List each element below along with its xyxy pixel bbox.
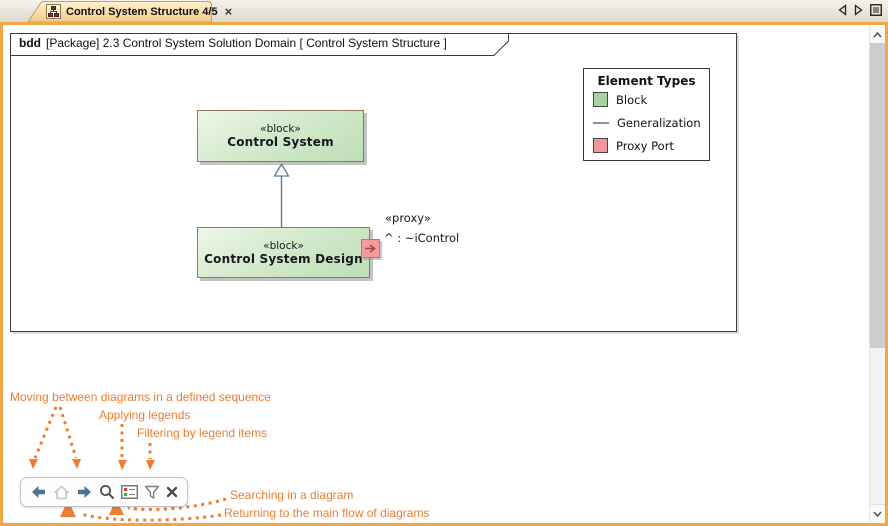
tab-title: Control System Structure 4/5 (66, 5, 218, 18)
port-name-label: ^ : ~iControl (384, 231, 460, 245)
block-swatch-icon (593, 92, 608, 107)
annotation-searching-in-diagram: Searching in a diagram (230, 488, 354, 502)
block-stereotype: «block» (263, 239, 304, 252)
legend-item-proxy-port[interactable]: Proxy Port (593, 134, 709, 157)
block-name: Control System Design (204, 251, 363, 266)
vertical-scrollbar-thumb[interactable] (870, 43, 885, 348)
scroll-tabs-left-icon[interactable] (838, 4, 847, 16)
tab-shape (27, 1, 212, 22)
diagram-frame-title: bdd [Package] 2.3 Control System Solution… (19, 36, 447, 50)
block-control-system-design[interactable]: «block» Control System Design (197, 227, 370, 278)
scroll-down-button[interactable] (870, 504, 885, 522)
generalization-connector[interactable] (270, 162, 294, 229)
block-stereotype: «block» (260, 123, 301, 135)
legend-item-generalization[interactable]: Generalization (593, 111, 709, 134)
block-control-system[interactable]: «block» Control System (197, 110, 364, 162)
tab-scroll-controls (838, 4, 882, 16)
port-direction-arrow-icon (365, 244, 376, 253)
forward-arrow-icon[interactable] (76, 485, 93, 499)
tab-control-system-structure[interactable]: Control System Structure 4/5 × (27, 1, 232, 22)
close-toolbar-icon[interactable] (166, 486, 178, 498)
annotation-moving-between-diagrams: Moving between diagrams in a defined seq… (10, 390, 271, 404)
proxy-port[interactable] (361, 239, 380, 258)
generalization-line-swatch-icon (593, 121, 609, 124)
diagram-navigation-toolbar (20, 477, 188, 507)
legend-title: Element Types (597, 74, 696, 88)
back-arrow-icon[interactable] (30, 485, 47, 499)
annotation-returning-to-main-flow: Returning to the main flow of diagrams (224, 506, 430, 520)
scroll-down-icon (873, 510, 882, 517)
legend-item-label: Block (616, 92, 648, 107)
legend-icon[interactable] (121, 485, 138, 499)
legend-box[interactable]: Element Types Block Generalization Proxy… (583, 68, 710, 161)
filter-icon[interactable] (144, 485, 160, 500)
tab-bar: Control System Structure 4/5 × (0, 0, 888, 22)
tab-list-icon[interactable] (870, 4, 882, 16)
home-icon[interactable] (53, 485, 70, 500)
proxy-port-swatch-icon (593, 138, 608, 153)
block-name: Control System (227, 135, 334, 149)
legend-item-block[interactable]: Block (593, 88, 709, 111)
legend-item-label: Proxy Port (616, 138, 674, 153)
search-icon[interactable] (99, 484, 115, 500)
bdd-diagram-icon (46, 4, 61, 19)
port-stereotype-label: «proxy» (385, 211, 431, 225)
scroll-up-button[interactable] (870, 26, 885, 43)
scroll-up-icon (873, 31, 882, 38)
annotation-applying-legends: Applying legends (99, 408, 191, 422)
scroll-tabs-right-icon[interactable] (854, 4, 863, 16)
diagram-frame-name: [Package] 2.3 Control System Solution Do… (46, 36, 447, 50)
annotation-filtering-by-legend-items: Filtering by legend items (137, 426, 268, 440)
legend-item-label: Generalization (617, 115, 701, 130)
vertical-scrollbar[interactable] (869, 26, 885, 522)
diagram-kind-keyword: bdd (19, 36, 41, 50)
diagram-frame-header (10, 33, 509, 56)
tab-close-icon[interactable]: × (224, 4, 233, 19)
